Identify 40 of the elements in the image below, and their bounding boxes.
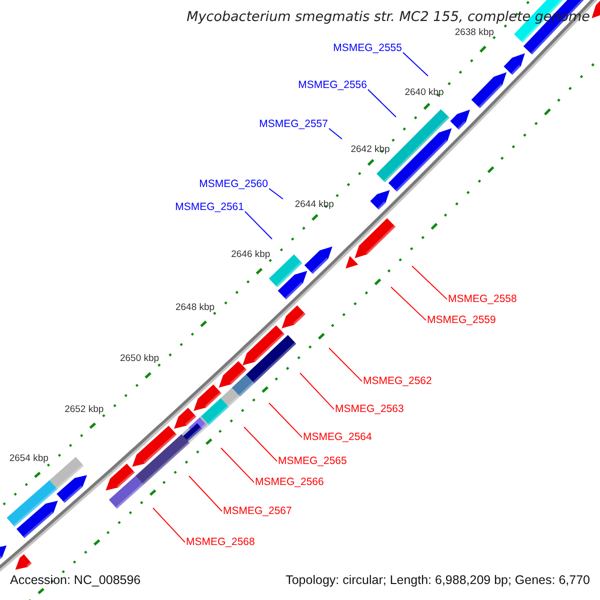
gene-label: MSMEG_2559 bbox=[427, 315, 496, 326]
gene-label: MSMEG_2555 bbox=[333, 43, 402, 54]
leader-line bbox=[244, 426, 278, 462]
gene-label: MSMEG_2563 bbox=[335, 404, 404, 414]
gene-label: MSMEG_2565 bbox=[278, 456, 347, 466]
leader-line bbox=[328, 128, 342, 140]
leader-line bbox=[220, 448, 254, 483]
gene-label: MSMEG_2558 bbox=[448, 294, 517, 304]
gene-label: MSMEG_2564 bbox=[303, 432, 372, 442]
leader-line bbox=[328, 348, 362, 382]
leader-line bbox=[390, 286, 426, 321]
gene-label: MSMEG_2566 bbox=[255, 477, 324, 488]
scale-label: 2638 kbp bbox=[454, 28, 494, 38]
scale-label: 2650 kbp bbox=[120, 354, 160, 364]
gene-label: MSMEG_2562 bbox=[363, 376, 432, 386]
scale-label: 2642 kbp bbox=[350, 145, 390, 155]
gene-label: MSMEG_2560 bbox=[199, 179, 268, 190]
leader-line bbox=[268, 402, 302, 438]
genome-summary: Topology: circular; Length: 6,988,209 bp; Genes: 6,770 bbox=[286, 574, 590, 586]
leader-line bbox=[300, 372, 334, 410]
scale-label: 2646 kbp bbox=[231, 250, 270, 260]
leader-line bbox=[402, 52, 428, 76]
gene-label: MSMEG_2568 bbox=[186, 537, 255, 548]
scale-label: 2644 kbp bbox=[294, 200, 334, 210]
scale-label: 2640 kbp bbox=[404, 88, 444, 98]
leader-line bbox=[244, 211, 272, 240]
leader-line bbox=[152, 508, 186, 543]
leader-line bbox=[368, 89, 396, 118]
map-title: Mycobacterium smegmatis str. MC2 155, complete genome bbox=[186, 11, 590, 24]
gene-label: MSMEG_2556 bbox=[298, 80, 367, 90]
gene-label: MSMEG_2567 bbox=[223, 506, 292, 516]
leader-line bbox=[268, 188, 284, 200]
leader-line bbox=[188, 476, 222, 512]
gene-label: MSMEG_2557 bbox=[259, 119, 328, 130]
scale-label: 2654 kbp bbox=[9, 454, 48, 464]
gene-label: MSMEG_2561 bbox=[175, 202, 244, 212]
accession-label: Accession: NC_008596 bbox=[10, 574, 141, 586]
scale-label: 2652 kbp bbox=[64, 404, 104, 414]
leader-line bbox=[412, 266, 448, 300]
scale-label: 2648 kbp bbox=[175, 302, 215, 312]
